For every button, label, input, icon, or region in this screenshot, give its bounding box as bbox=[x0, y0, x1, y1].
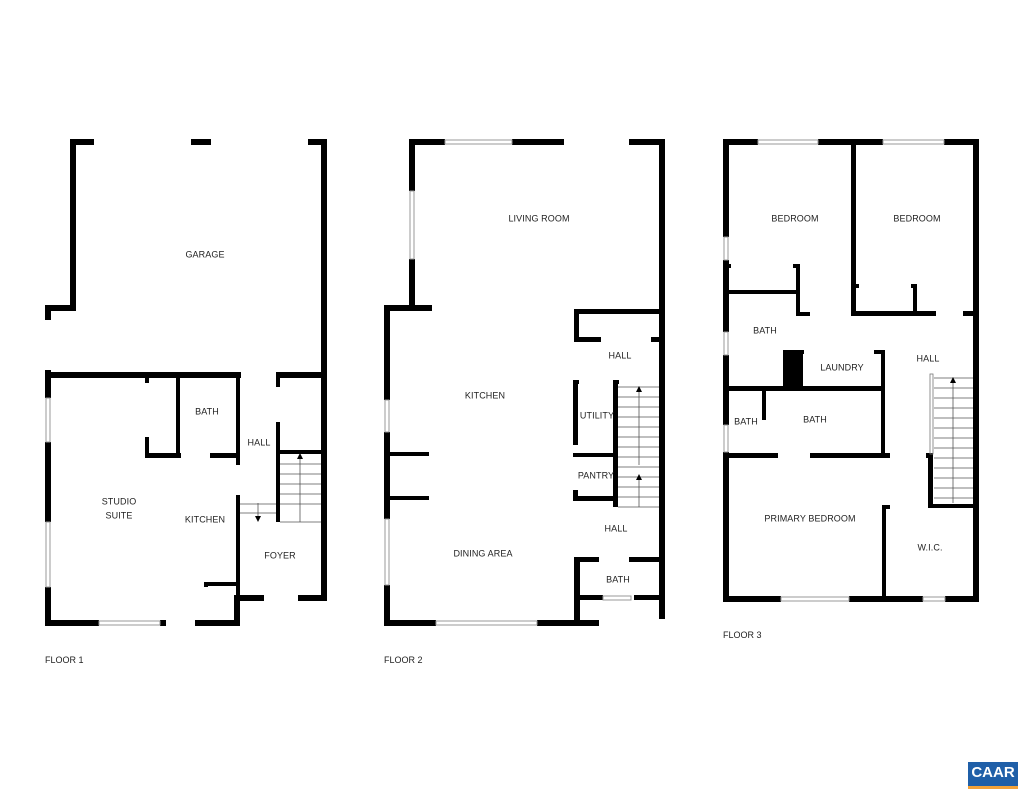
floor-2-stairs bbox=[618, 386, 659, 508]
room-label-bath: BATH bbox=[606, 574, 630, 585]
room-label-foyer: FOYER bbox=[264, 550, 296, 561]
room-label-pantry: PANTRY bbox=[577, 470, 615, 481]
room-label-primary-bedroom: PRIMARY BEDROOM bbox=[764, 513, 856, 524]
room-label-hall: HALL bbox=[916, 353, 940, 364]
stairs bbox=[240, 373, 973, 523]
room-label-dining-area: DINING AREA bbox=[453, 548, 513, 559]
room-label-hall: HALL bbox=[247, 437, 271, 448]
floor-1-stairs bbox=[240, 456, 321, 523]
stair-arrows bbox=[255, 377, 956, 522]
room-label-garage: GARAGE bbox=[185, 249, 225, 260]
room-label-kitchen: KITCHEN bbox=[184, 514, 226, 525]
floor-3-title: FLOOR 3 bbox=[723, 630, 762, 640]
room-label-bath: BATH bbox=[195, 406, 219, 417]
room-label-bath-middle: BATH bbox=[803, 414, 827, 425]
floor-3-stairs bbox=[929, 373, 973, 503]
room-label-suite: SUITE bbox=[105, 510, 133, 521]
room-label-bedroom-1: BEDROOM bbox=[771, 213, 819, 224]
room-label-utility: UTILITY bbox=[579, 410, 615, 421]
floor-2-title: FLOOR 2 bbox=[384, 655, 423, 665]
floor-2-walls bbox=[384, 139, 665, 626]
floor-3-walls bbox=[723, 139, 979, 602]
room-label-studio: STUDIO bbox=[101, 496, 137, 507]
caar-logo: CAAR bbox=[968, 762, 1018, 789]
room-label-wic: W.I.C. bbox=[917, 542, 943, 553]
room-label-bath-upper: BATH bbox=[753, 325, 777, 336]
room-label-bedroom-2: BEDROOM bbox=[893, 213, 941, 224]
floor-1-title: FLOOR 1 bbox=[45, 655, 84, 665]
room-label-hall-upper: HALL bbox=[608, 350, 632, 361]
floor-1-walls bbox=[45, 139, 327, 626]
windows bbox=[45, 139, 946, 626]
room-label-living-room: LIVING ROOM bbox=[508, 213, 570, 224]
room-label-hall-lower: HALL bbox=[604, 523, 628, 534]
room-label-kitchen: KITCHEN bbox=[464, 390, 506, 401]
room-label-laundry: LAUNDRY bbox=[820, 362, 864, 373]
room-label-bath-small: BATH bbox=[734, 416, 758, 427]
